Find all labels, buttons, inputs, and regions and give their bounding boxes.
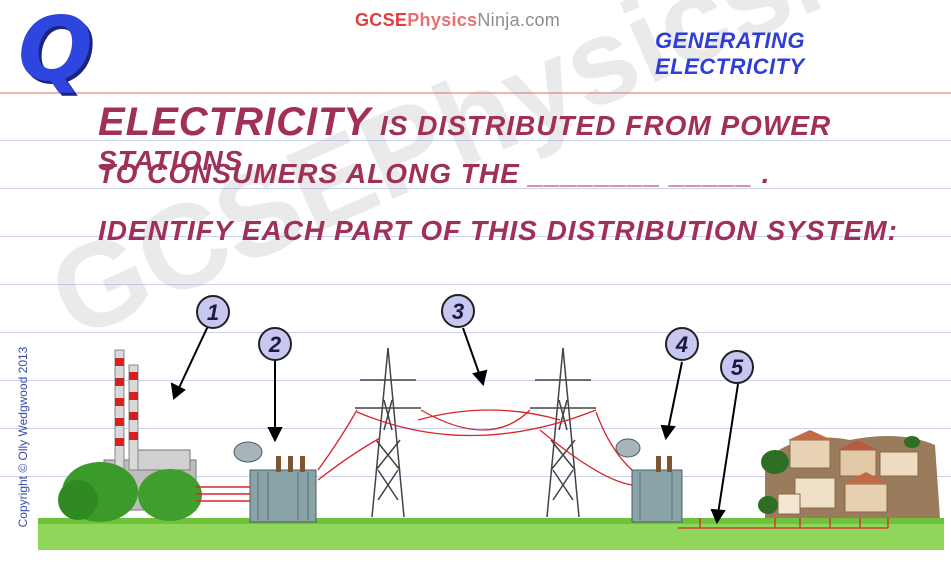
question-keyword: ELECTRICITY [98, 100, 372, 144]
step-down-transformer [615, 438, 683, 523]
ruled-line [0, 476, 951, 477]
pylon-left [355, 347, 421, 518]
label-badge-3: 3 [441, 294, 475, 328]
brand-part-ninja: Ninja.com [477, 10, 561, 30]
pylon-right [530, 347, 596, 518]
brand-part-gcse: GCSE [355, 10, 408, 30]
label-number-5: 5 [731, 355, 744, 380]
label-arrows [170, 325, 739, 525]
question-letter: Q [18, 0, 93, 101]
label-badge-2: 2 [258, 327, 292, 361]
question-line-3: IDENTIFY EACH PART OF THIS DISTRIBUTION … [98, 215, 898, 246]
transmission-lines [317, 409, 633, 486]
town-consumers [758, 430, 940, 518]
label-badge-1: 1 [196, 295, 230, 329]
site-brand: GCSEPhysicsNinja.com [355, 10, 560, 31]
topic-title: GENERATING ELECTRICITY [655, 28, 806, 79]
ground-edge [38, 518, 944, 524]
label-number-1: 1 [207, 300, 219, 325]
step-up-transformer [233, 441, 317, 523]
label-number-2: 2 [268, 332, 282, 357]
ruled-line [0, 380, 951, 381]
ruled-line [0, 188, 951, 189]
label-badge-5: 5 [720, 350, 754, 384]
question-line-1: ELECTRICITY IS DISTRIBUTED FROM POWER ST… [98, 100, 951, 177]
question-line-1-rest: IS DISTRIBUTED FROM POWER STATIONS [98, 110, 832, 176]
ruled-line [0, 428, 951, 429]
label-number-3: 3 [452, 299, 464, 324]
margin-line [0, 92, 951, 94]
ruled-line [0, 284, 951, 285]
question-line-2: TO CONSUMERS ALONG THE ________ _____ . [98, 158, 771, 189]
label-number-4: 4 [675, 332, 688, 357]
brand-part-physics: Physics [407, 10, 478, 30]
ruled-line [0, 332, 951, 333]
ruled-line [0, 140, 951, 141]
label-badge-4: 4 [665, 327, 699, 361]
power-station [58, 349, 202, 522]
ruled-line [0, 236, 951, 237]
